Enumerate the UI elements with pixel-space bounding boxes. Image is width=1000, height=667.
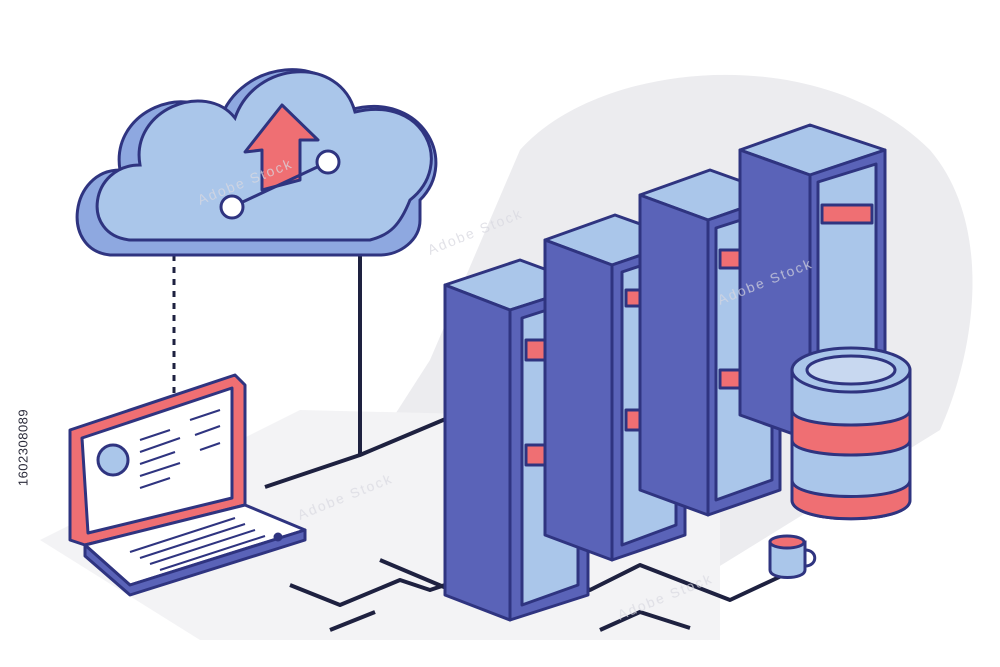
network-cables (264, 195, 806, 632)
laptop-icon (68, 373, 307, 597)
coffee-mug-icon (768, 534, 817, 579)
cloud-icon (75, 68, 438, 257)
upload-arrow-icon (243, 103, 320, 192)
side-id-number: 1602308089 (15, 408, 31, 487)
database-icon (790, 346, 912, 521)
